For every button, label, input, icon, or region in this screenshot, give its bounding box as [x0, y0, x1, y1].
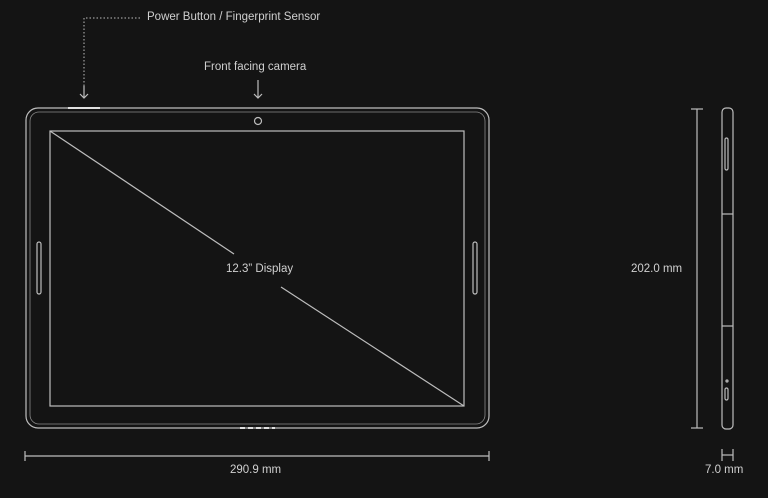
display-diagonal-top	[49, 130, 235, 255]
depth-label: 7.0 mm	[705, 464, 744, 476]
power-leader-line	[83, 17, 140, 90]
tablet-inner-edge	[29, 111, 486, 425]
tablet-front-view	[25, 107, 490, 429]
volume-button	[724, 137, 729, 171]
power-button-label: Power Button / Fingerprint Sensor	[147, 11, 321, 23]
display-area	[49, 130, 465, 407]
usb-port	[724, 387, 729, 401]
mic-hole	[725, 379, 729, 383]
height-dimension	[691, 108, 703, 429]
front-camera	[253, 116, 263, 126]
power-arrow	[79, 86, 89, 99]
depth-dimension	[721, 449, 734, 461]
front-camera-label: Front facing camera	[204, 61, 307, 73]
callouts	[79, 17, 263, 99]
display-diagonal-bottom	[280, 286, 465, 407]
width-label: 290.9 mm	[230, 464, 282, 476]
side-outline	[721, 107, 734, 430]
display-size-label: 12.3” Display	[226, 263, 294, 275]
width-dimension	[24, 451, 490, 461]
camera-arrow	[253, 80, 263, 99]
tablet-side-view	[721, 107, 734, 430]
left-speaker	[36, 241, 42, 295]
height-label: 202.0 mm	[631, 263, 683, 275]
right-speaker	[472, 241, 478, 295]
